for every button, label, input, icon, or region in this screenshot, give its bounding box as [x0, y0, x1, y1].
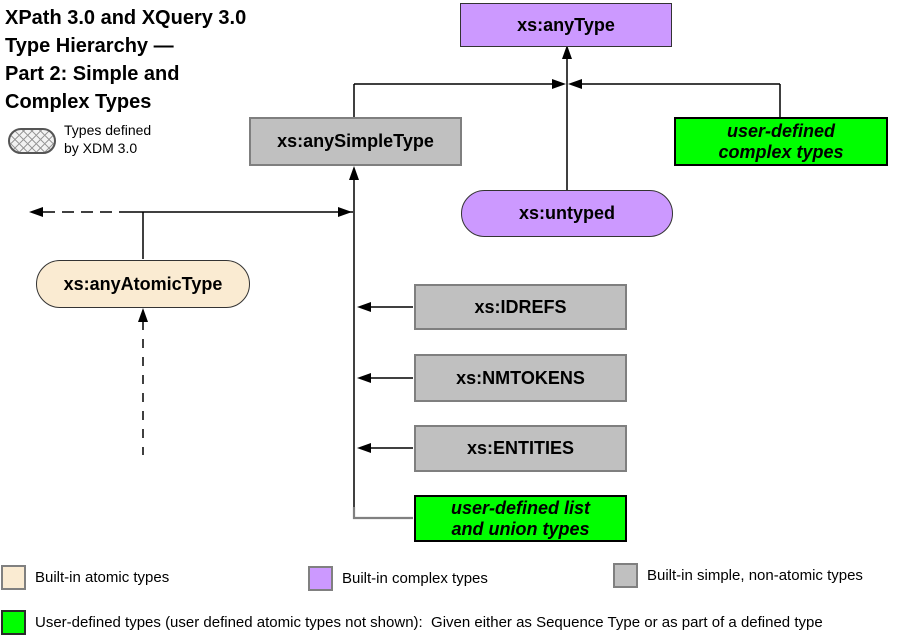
title-line-2: Type Hierarchy — [5, 35, 174, 57]
connector-usercomplex-anytype [568, 79, 781, 117]
connector-entities-spine [357, 443, 413, 453]
arrowhead-left-icon [357, 302, 371, 312]
node-xs-idrefs: xs:IDREFS [414, 284, 627, 330]
arrowhead-left-icon [29, 207, 43, 217]
arrowhead-up-icon [562, 45, 572, 59]
arrowhead-left-icon [357, 373, 371, 383]
xdm-note: Types defined by XDM 3.0 [64, 122, 152, 156]
arrowhead-right-icon [338, 207, 352, 217]
diagram-title: XPath 3.0 and XQuery 3.0 Type Hierarchy … [5, 4, 246, 116]
node-xs-entities: xs:ENTITIES [414, 425, 627, 472]
legend-swatch-user-defined [1, 610, 26, 635]
arrowhead-left-icon [568, 79, 582, 89]
node-xs-anysimpletype: xs:anySimpleType [249, 117, 462, 166]
connector-nmtokens-spine [357, 373, 413, 383]
legend-swatch-complex [308, 566, 333, 591]
spine-anysimpletype [349, 166, 413, 520]
title-line-1: XPath 3.0 and XQuery 3.0 [5, 7, 247, 29]
node-xs-anyatomictype: xs:anyAtomicType [36, 260, 250, 308]
title-line-3: Part 2: Simple and [5, 63, 180, 85]
node-xs-untyped: xs:untyped [461, 190, 673, 237]
title-line-4: Complex Types [5, 91, 152, 113]
legend-builtin-complex: Built-in complex types [308, 566, 488, 591]
connector-atomic-branch [29, 207, 353, 259]
legend-label-complex: Built-in complex types [342, 570, 488, 587]
legend-label-atomic: Built-in atomic types [35, 569, 170, 586]
arrowhead-up-icon [349, 166, 359, 180]
node-user-defined-complex-types: user-defined complex types [674, 117, 888, 166]
connector-anytype-untyped [562, 45, 572, 190]
node-xs-nmtokens: xs:NMTOKENS [414, 354, 627, 402]
legend-builtin-simple: Built-in simple, non-atomic types [613, 563, 863, 588]
legend-builtin-atomic: Built-in atomic types [1, 565, 169, 590]
node-xs-anytype: xs:anyType [460, 3, 672, 47]
legend-swatch-atomic [1, 565, 26, 590]
connector-idrefs-spine [357, 302, 413, 312]
arrowhead-left-icon [357, 443, 371, 453]
arrowhead-up-icon [138, 308, 148, 322]
legend-label-user-defined: User-defined types (user defined atomic … [35, 614, 823, 631]
legend-swatch-simple [613, 563, 638, 588]
legend-label-simple: Built-in simple, non-atomic types [647, 567, 863, 584]
connector-userlistunion-spine [352, 507, 413, 520]
connector-dashed-below-anyatomictype [138, 308, 148, 455]
node-user-defined-list-union-types: user-defined list and union types [414, 495, 627, 542]
connector-anysimpletype-anytype [353, 79, 566, 117]
xdm-hatched-pill-icon [8, 128, 56, 154]
legend-user-defined: User-defined types (user defined atomic … [1, 610, 911, 635]
arrowhead-right-icon [552, 79, 566, 89]
